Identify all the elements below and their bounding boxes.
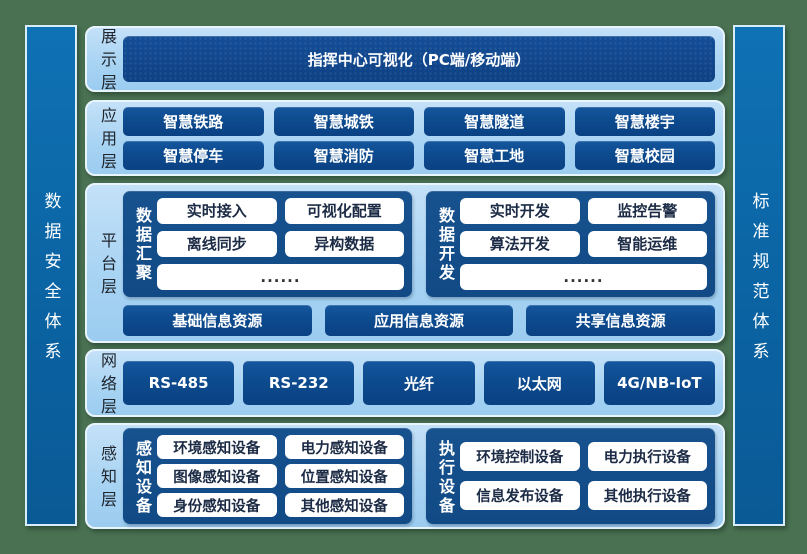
- resource-item: 共享信息资源: [526, 304, 716, 336]
- network-layer-content: RS-485 RS-232 光纤 以太网 4G/NB-IoT: [123, 361, 715, 405]
- application-layer-content: 智慧铁路 智慧城铁 智慧隧道 智慧楼宇 智慧停车 智慧消防 智慧工地 智慧校园: [123, 106, 715, 170]
- data-development-label: 数据开发: [436, 207, 455, 283]
- data-aggregation-items: 实时接入 可视化配置 离线同步 异构数据 ......: [157, 197, 404, 290]
- sensing-devices-label: 感知设备: [133, 439, 152, 516]
- device-item: 位置感知设备: [284, 464, 404, 488]
- information-resources-row: 基础信息资源 应用信息资源 共享信息资源: [123, 304, 716, 336]
- app-item: 智慧停车: [123, 140, 264, 170]
- app-item: 智慧铁路: [123, 106, 264, 136]
- device-item: 环境控制设备: [460, 442, 580, 471]
- platform-layer-panel: 平台层 数据汇聚 实时接入 可视化配置 离线同步 异构数据 ......: [85, 183, 725, 343]
- app-item: 智慧消防: [273, 140, 414, 170]
- network-item: RS-232: [243, 361, 355, 405]
- perception-layer-content: 感知设备 环境感知设备 电力感知设备 图像感知设备 位置感知设备 身份感知设备 …: [123, 428, 715, 524]
- app-item: 智慧隧道: [424, 106, 565, 136]
- application-layer-label: 应用层: [98, 107, 117, 176]
- presentation-layer-content: 指挥中心可视化（PC端/移动端）: [123, 36, 715, 82]
- network-layer-label: 网络层: [98, 352, 117, 421]
- device-item: 电力感知设备: [284, 435, 404, 459]
- network-layer-panel: 网络层 RS-485 RS-232 光纤 以太网 4G/NB-IoT: [85, 349, 725, 421]
- layer-stack: 展示层 指挥中心可视化（PC端/移动端） 应用层 智慧铁路 智慧城铁 智慧隧道 …: [85, 26, 725, 529]
- application-layer-panel: 应用层 智慧铁路 智慧城铁 智慧隧道 智慧楼宇 智慧停车 智慧消防 智慧工地 智…: [85, 100, 725, 176]
- data-aggregation-label: 数据汇聚: [133, 207, 152, 283]
- device-item: 其他感知设备: [284, 493, 404, 517]
- execution-devices-group: 执行设备 环境控制设备 电力执行设备 信息发布设备 其他执行设备: [426, 428, 715, 524]
- sensing-devices-items: 环境感知设备 电力感知设备 图像感知设备 位置感知设备 身份感知设备 其他感知设…: [157, 435, 404, 517]
- network-item: 以太网: [483, 361, 595, 405]
- platform-item: 离线同步: [157, 230, 277, 257]
- network-item: 4G/NB-IoT: [603, 361, 715, 405]
- device-item: 信息发布设备: [460, 481, 580, 510]
- resource-item: 应用信息资源: [324, 304, 514, 336]
- data-security-sidebar: 数据安全体系: [25, 25, 77, 526]
- data-aggregation-group: 数据汇聚 实时接入 可视化配置 离线同步 异构数据 ......: [123, 190, 412, 297]
- perception-layer-label: 感知层: [98, 445, 117, 514]
- sensing-devices-group: 感知设备 环境感知设备 电力感知设备 图像感知设备 位置感知设备 身份感知设备 …: [123, 428, 412, 524]
- network-item: RS-485: [123, 361, 235, 405]
- platform-item: 实时接入: [157, 197, 277, 224]
- presentation-layer-label: 展示层: [98, 28, 117, 97]
- data-development-group: 数据开发 实时开发 监控告警 算法开发 智能运维 ......: [426, 190, 715, 297]
- platform-layer-content: 数据汇聚 实时接入 可视化配置 离线同步 异构数据 ...... 数据开发: [123, 190, 716, 336]
- resource-item: 基础信息资源: [123, 304, 312, 336]
- device-item: 图像感知设备: [157, 464, 277, 488]
- app-item: 智慧城铁: [273, 106, 414, 136]
- app-item: 智慧楼宇: [574, 106, 715, 136]
- network-item: 光纤: [363, 361, 475, 405]
- platform-layer-label: 平台层: [98, 232, 117, 301]
- standards-sidebar-label: 标准规范体系: [748, 192, 769, 372]
- device-item: 身份感知设备: [157, 493, 277, 517]
- platform-item: 算法开发: [460, 230, 580, 257]
- presentation-layer-panel: 展示层 指挥中心可视化（PC端/移动端）: [85, 26, 725, 97]
- device-item: 电力执行设备: [587, 442, 707, 471]
- platform-item: 监控告警: [587, 197, 707, 224]
- execution-devices-items: 环境控制设备 电力执行设备 信息发布设备 其他执行设备: [460, 442, 707, 510]
- standards-sidebar: 标准规范体系: [733, 25, 785, 526]
- device-item: 环境感知设备: [157, 435, 277, 459]
- platform-more-item: ......: [157, 263, 404, 290]
- platform-item: 可视化配置: [284, 197, 404, 224]
- device-item: 其他执行设备: [587, 481, 707, 510]
- app-item: 智慧工地: [424, 140, 565, 170]
- data-development-items: 实时开发 监控告警 算法开发 智能运维 ......: [460, 197, 707, 290]
- app-item: 智慧校园: [574, 140, 715, 170]
- platform-more-item: ......: [460, 263, 707, 290]
- perception-layer-panel: 感知层 感知设备 环境感知设备 电力感知设备 图像感知设备 位置感知设备 身份感…: [85, 423, 725, 529]
- platform-item: 异构数据: [284, 230, 404, 257]
- execution-devices-label: 执行设备: [436, 439, 455, 516]
- platform-item: 智能运维: [587, 230, 707, 257]
- platform-item: 实时开发: [460, 197, 580, 224]
- data-security-sidebar-label: 数据安全体系: [40, 192, 61, 372]
- platform-groups: 数据汇聚 实时接入 可视化配置 离线同步 异构数据 ...... 数据开发: [123, 190, 715, 297]
- command-center-box: 指挥中心可视化（PC端/移动端）: [123, 36, 715, 82]
